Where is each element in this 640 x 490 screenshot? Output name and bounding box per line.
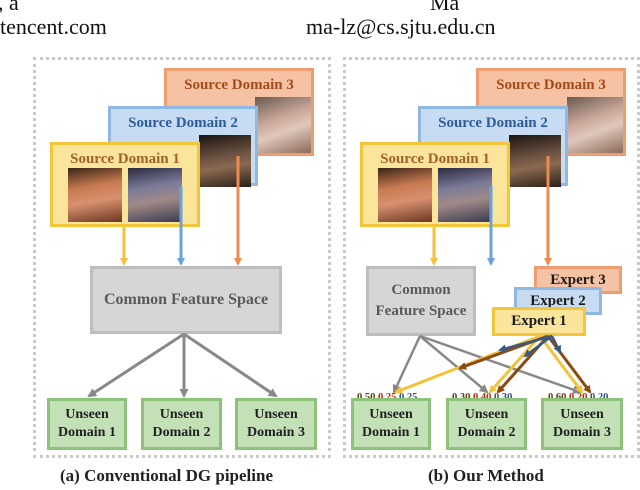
- face-photo-icon: [68, 168, 122, 222]
- face-photo-icon: [378, 168, 432, 222]
- source-domain-2-title: Source Domain 2: [128, 115, 238, 131]
- face-photo-icon: [128, 168, 182, 222]
- score-domain-1: 0.50,0.25,0.25: [357, 392, 417, 403]
- source-domain-1-title: Source Domain 1: [70, 151, 180, 167]
- source-domain-3-title: Source Domain 3: [496, 77, 606, 93]
- common-line2: Feature Space: [375, 303, 467, 319]
- expert-1: Expert 1: [492, 307, 586, 336]
- arrow-icon: [87, 332, 185, 398]
- arrow-icon: [183, 332, 278, 398]
- left-arrows: [87, 156, 278, 398]
- right-arrows: [392, 156, 592, 394]
- unseen-line2: Domain 2: [457, 425, 516, 440]
- common-line1: Common: [391, 282, 451, 298]
- arrow-icon: [523, 334, 553, 358]
- left-unseen-domain-2: Unseen Domain 2: [141, 398, 222, 450]
- header-left-fragment: , a: [0, 0, 19, 15]
- right-panel: [343, 57, 640, 458]
- left-caption: (a) Conventional DG pipeline: [60, 466, 273, 485]
- score-domain-3: 0.60,0.20,0.20: [548, 392, 608, 403]
- unseen-line2: Domain 1: [362, 425, 420, 440]
- face-photo-icon: [438, 168, 492, 222]
- face-photo-icon: [199, 135, 251, 187]
- source-domain-3-title: Source Domain 3: [184, 77, 294, 93]
- left-source-domain-1: Source Domain 1: [50, 142, 200, 227]
- left-panel: [33, 57, 331, 458]
- unseen-line2: Domain 3: [553, 425, 611, 440]
- arrow-icon: [419, 334, 582, 394]
- right-caption: (b) Our Method: [428, 466, 544, 485]
- unseen-line2: Domain 3: [247, 425, 305, 440]
- right-unseen-domain-3: Unseen Domain 3: [541, 398, 623, 450]
- unseen-line1: Unseen: [254, 407, 298, 422]
- face-photo-icon: [255, 97, 311, 153]
- score-domain-2: 0.30,0.40,0.30: [452, 392, 512, 403]
- arrow-icon: [498, 334, 553, 353]
- face-photo-icon: [509, 135, 561, 187]
- source-domain-2-title: Source Domain 2: [438, 115, 548, 131]
- right-common-feature-space: Common Feature Space: [366, 266, 476, 336]
- source-domain-1-title: Source Domain 1: [380, 151, 490, 167]
- face-photo-icon: [567, 97, 623, 153]
- unseen-line1: Unseen: [369, 407, 413, 422]
- arrow-icon: [550, 335, 562, 354]
- unseen-line1: Unseen: [464, 407, 509, 422]
- unseen-line2: Domain 1: [58, 425, 116, 440]
- header-right-fragment: Ma: [430, 0, 460, 15]
- arrow-icon: [392, 335, 422, 394]
- left-common-feature-space: Common Feature Space: [90, 266, 282, 334]
- header-left-email: tencent.com: [0, 14, 107, 39]
- arrow-icon: [538, 335, 584, 394]
- left-unseen-domain-3: Unseen Domain 3: [235, 398, 317, 450]
- left-unseen-domain-1: Unseen Domain 1: [47, 398, 127, 450]
- arrow-icon: [419, 335, 489, 394]
- unseen-line2: Domain 2: [152, 425, 211, 440]
- arrow-icon: [488, 335, 542, 394]
- right-unseen-domain-2: Unseen Domain 2: [446, 398, 527, 450]
- unseen-line1: Unseen: [65, 407, 109, 422]
- right-unseen-domain-1: Unseen Domain 1: [351, 398, 431, 450]
- header-right-email: ma-lz@cs.sjtu.edu.cn: [306, 14, 496, 39]
- right-source-domain-1: Source Domain 1: [360, 142, 510, 227]
- unseen-line1: Unseen: [159, 407, 204, 422]
- unseen-line1: Unseen: [560, 407, 604, 422]
